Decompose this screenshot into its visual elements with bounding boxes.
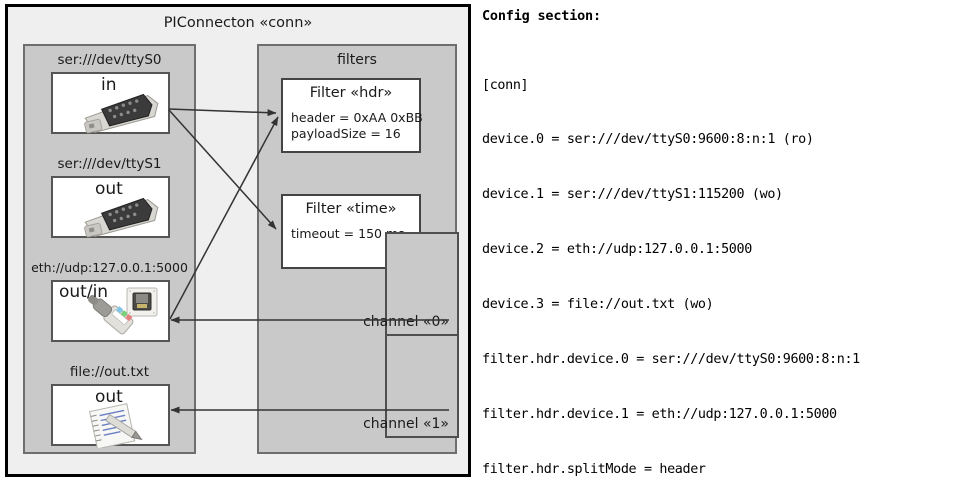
device-card-ser0[interactable]: in [51,72,170,134]
filters-group: filters Filter «hdr» header = 0xAA 0xBB … [257,44,459,454]
device-direction-file: out [95,387,123,407]
filter-title-time: Filter «time» [305,201,397,217]
diagram-title: PIConnecton «conn» [163,15,313,31]
channel-label-1: channel «1» [363,416,449,432]
device-card-file[interactable]: out [51,384,170,448]
devices-group: ser:///dev/ttyS0 in [23,44,196,454]
device-direction-ser1: out [95,179,123,199]
device-direction-ser0: in [101,75,117,95]
config-line: filter.hdr.splitMode = header [482,461,706,477]
config-panel: Config section: [conn] device.0 = ser://… [482,8,960,484]
notepad-pencil-icon [89,403,143,448]
config-lines: [conn] device.0 = ser:///dev/ttyS0:9600:… [482,40,960,484]
connector-outer-frame: PIConnecton «conn» ser:///dev/ttyS0 in [5,4,471,477]
filters-group-title: filters [337,52,377,68]
filter-title-hdr: Filter «hdr» [309,85,393,101]
filter-prop: payloadSize = 16 [291,126,401,141]
filter-props-time: timeout = 150 ms [291,226,405,242]
device-label-file: file://out.txt [69,364,150,380]
channel-box-1[interactable]: channel «1» [363,334,459,438]
filter-prop: timeout = 150 ms [291,226,405,241]
channel-label-0: channel «0» [363,314,449,330]
device-card-ser1[interactable]: out [51,176,170,238]
device-direction-eth: out/in [59,282,109,302]
serial-port-icon [84,197,159,238]
filter-props-hdr: header = 0xAA 0xBB payloadSize = 16 [291,110,423,142]
channel-box-0[interactable]: channel «0» [363,232,459,336]
serial-port-icon [84,93,159,134]
filter-prop: header = 0xAA 0xBB [291,110,423,125]
device-label-eth: eth://udp:127.0.0.1:5000 [31,260,188,275]
config-heading: Config section: [482,8,601,24]
ethernet-plug-icon [88,287,158,335]
device-card-eth[interactable]: out/in [51,280,170,342]
device-label-ser0: ser:///dev/ttyS0 [57,52,162,68]
config-line: device.1 = ser:///dev/ttyS1:115200 (wo) [482,187,783,203]
device-label-ser1: ser:///dev/ttyS1 [57,156,162,172]
config-line: device.0 = ser:///dev/ttyS0:9600:8:n:1 (… [482,132,814,148]
config-line: filter.hdr.device.0 = ser:///dev/ttyS0:9… [482,352,860,368]
config-line: [conn] [482,77,529,93]
filter-card-hdr[interactable]: Filter «hdr» header = 0xAA 0xBB payloadS… [281,78,423,153]
config-line: device.2 = eth://udp:127.0.0.1:5000 [482,242,752,258]
config-line: device.3 = file://out.txt (wo) [482,297,714,313]
config-line: filter.hdr.device.1 = eth://udp:127.0.0.… [482,406,837,422]
